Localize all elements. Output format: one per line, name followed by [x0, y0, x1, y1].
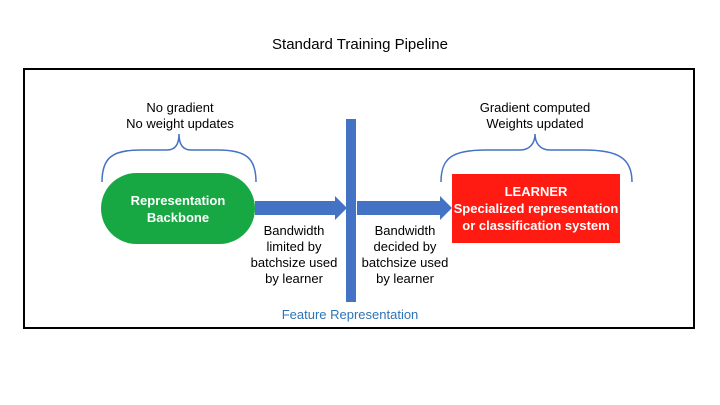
learner-line2: Specialized representation	[453, 201, 619, 216]
left-bandwidth-line1: Bandwidth	[263, 223, 325, 238]
representation-backbone-node: Representation Backbone	[101, 173, 255, 244]
feature-representation-label: Feature Representation	[281, 307, 419, 322]
left-brace	[101, 133, 257, 183]
backbone-line2: Backbone	[146, 209, 210, 225]
left-bandwidth-label: Bandwidth limited by batchsize used by l…	[245, 223, 343, 287]
left-bandwidth-line4: by learner	[265, 271, 323, 286]
learner-node: LEARNER Specialized representation or cl…	[452, 174, 620, 243]
left-bandwidth-arrow	[255, 196, 347, 220]
diagram-title: Standard Training Pipeline	[272, 36, 448, 53]
left-note-line2: No weight updates	[126, 116, 234, 131]
backbone-line1: Representation	[130, 192, 226, 208]
left-gradient-note: No gradient No weight updates	[100, 100, 260, 132]
right-brace	[440, 133, 633, 183]
left-bandwidth-line2: limited by	[266, 239, 322, 254]
left-bandwidth-line3: batchsize used	[250, 255, 338, 270]
right-note-line1: Gradient computed	[479, 100, 591, 115]
left-note-line1: No gradient	[146, 100, 214, 115]
learner-line1: LEARNER	[504, 184, 568, 199]
learner-line3: or classification system	[462, 218, 610, 233]
pipeline-frame	[23, 68, 695, 329]
right-gradient-note: Gradient computed Weights updated	[455, 100, 615, 132]
right-bandwidth-label: Bandwidth decided by batchsize used by l…	[356, 223, 454, 287]
right-bandwidth-line1: Bandwidth	[374, 223, 436, 238]
right-bandwidth-arrow	[357, 196, 452, 220]
right-note-line2: Weights updated	[486, 116, 584, 131]
right-bandwidth-line4: by learner	[376, 271, 434, 286]
right-bandwidth-line3: batchsize used	[361, 255, 449, 270]
feature-representation-bar	[346, 119, 356, 302]
right-bandwidth-line2: decided by	[373, 239, 437, 254]
